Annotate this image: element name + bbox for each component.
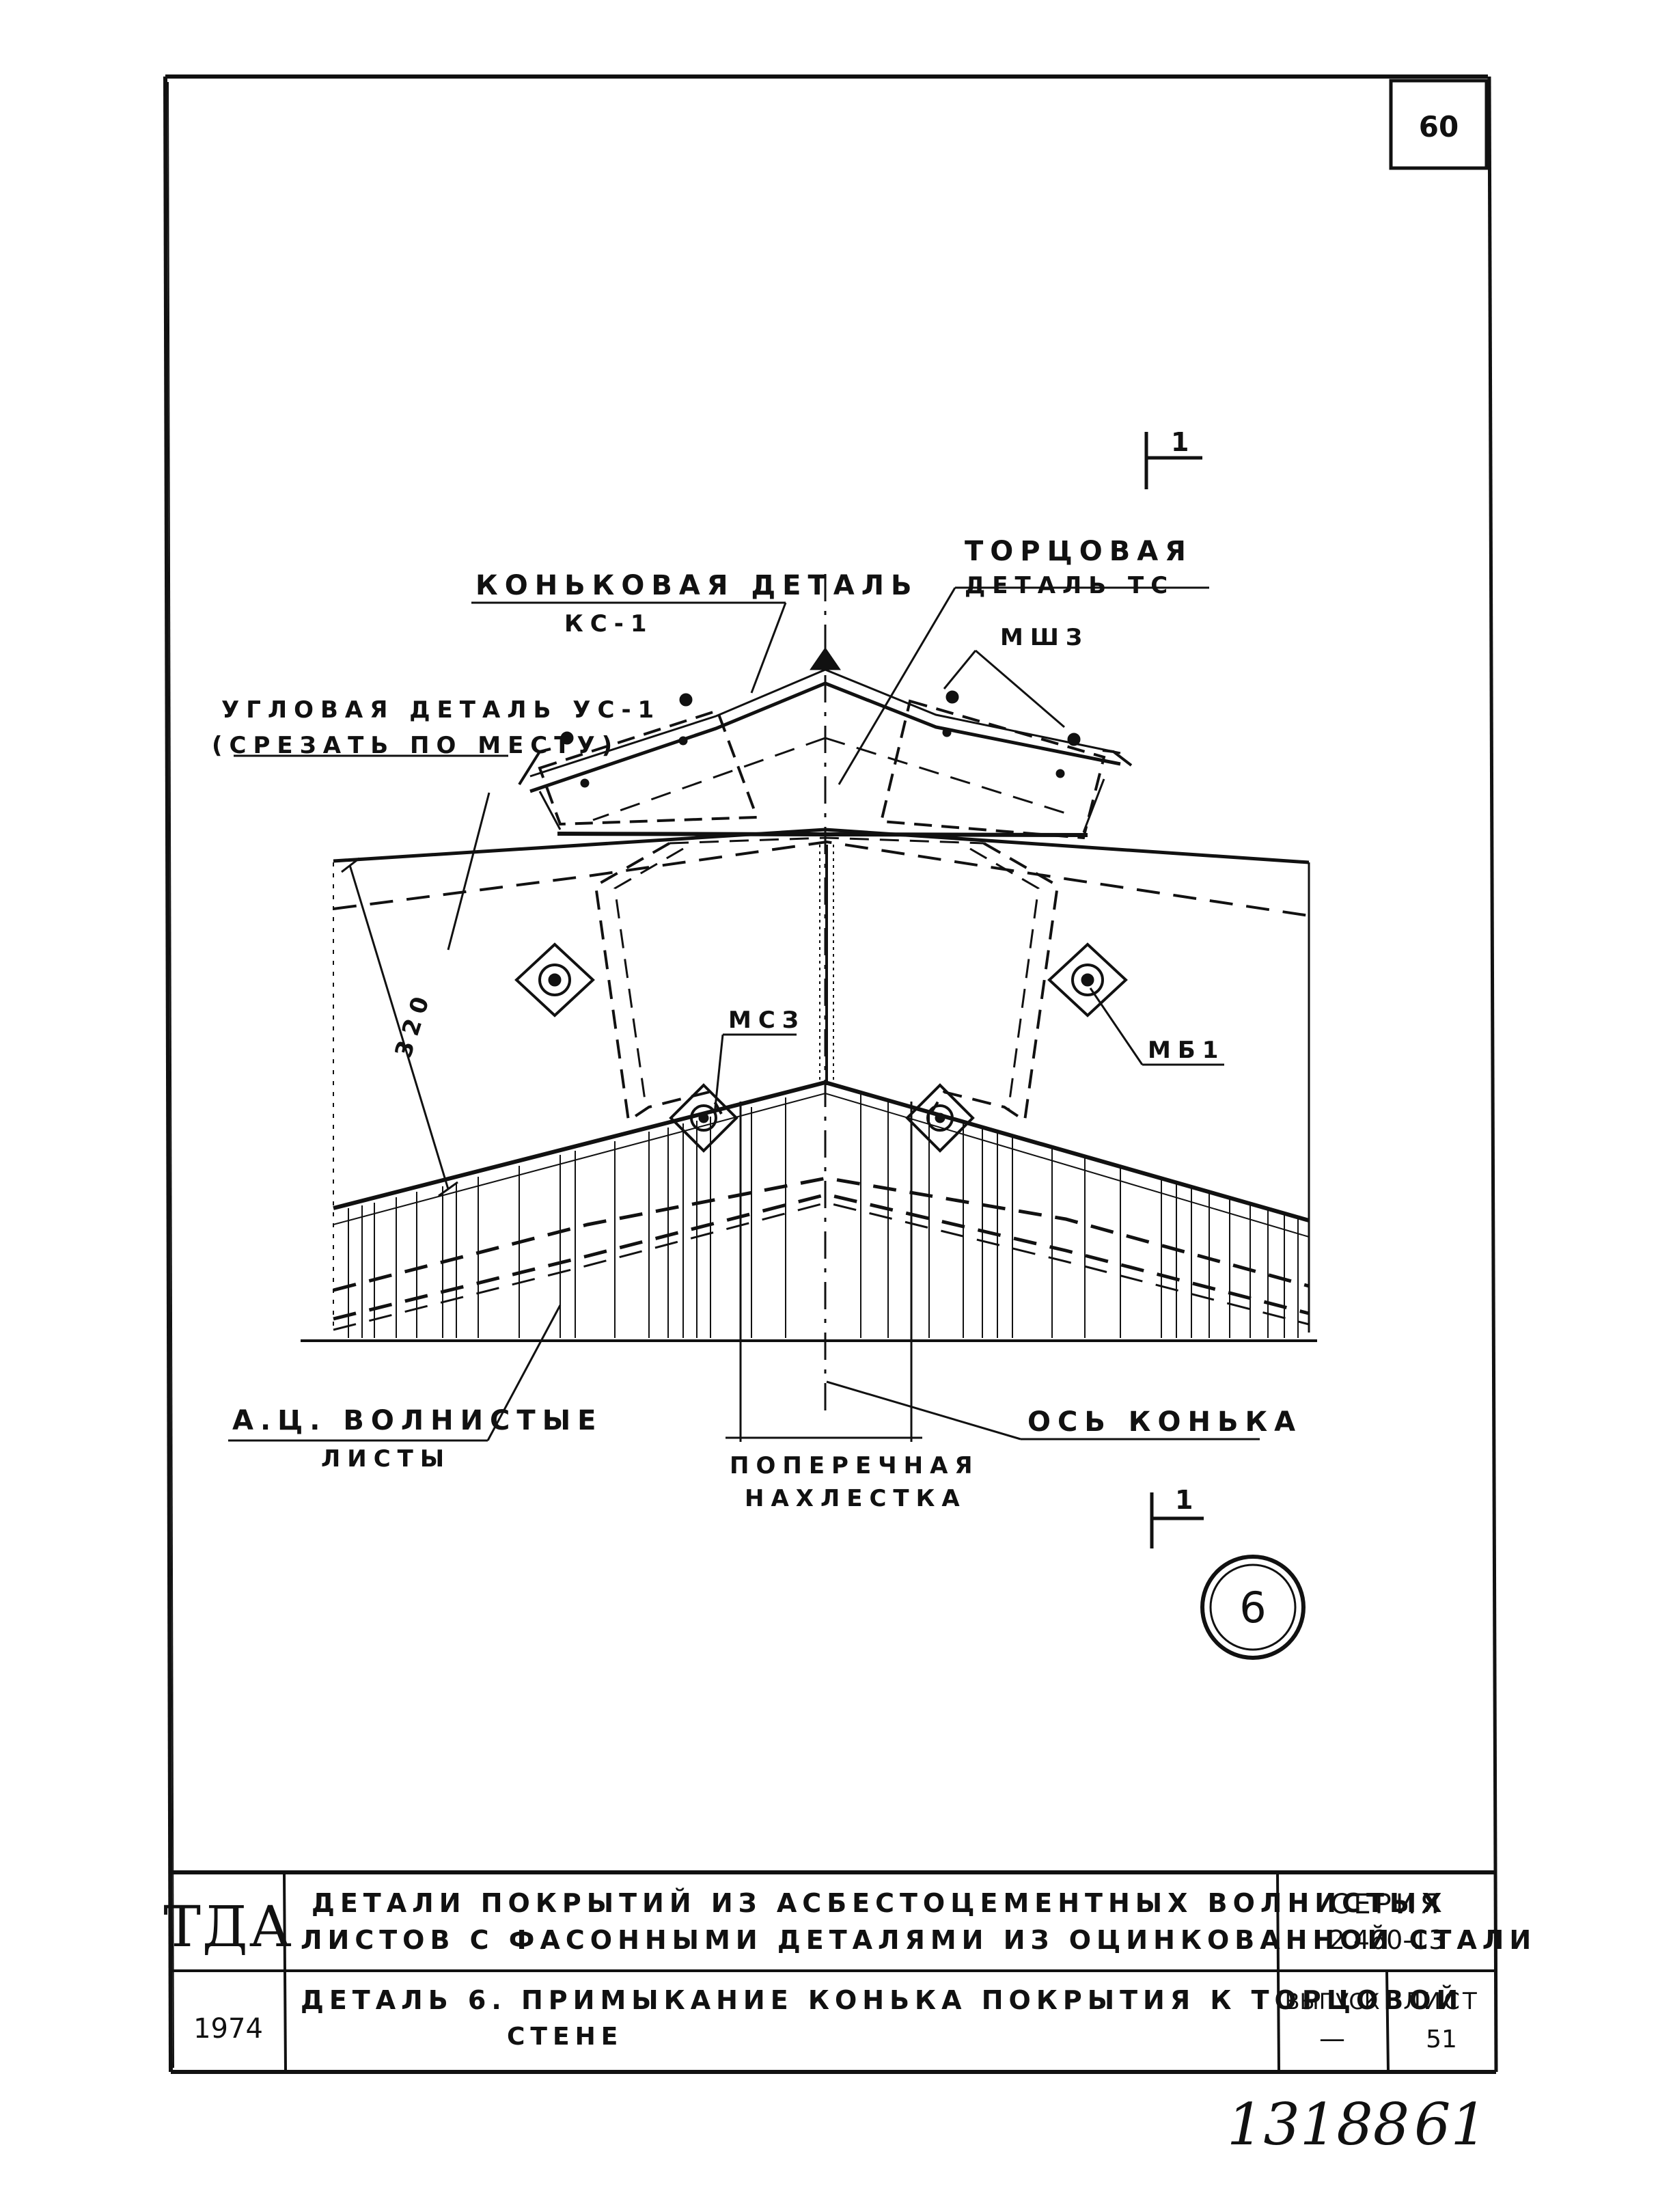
- label-ac-sheets-2: ЛИСТЫ: [321, 1445, 451, 1473]
- title-block-sheet-value: 51: [1426, 2025, 1457, 2053]
- section-mark-top: [1144, 432, 1202, 489]
- corrugated-sheet-ribs: [348, 1093, 1299, 1338]
- title-block-detail-2: СТЕНЕ: [507, 2023, 623, 2051]
- title-block-org: ТДА: [163, 1895, 292, 1960]
- handwritten-number-right: 61: [1414, 2091, 1487, 2158]
- fastener-bolt-right: [1047, 942, 1128, 1018]
- fastener-wall-right: [905, 1083, 975, 1153]
- section-mark-top-label: 1: [1171, 427, 1189, 457]
- label-ridge-detail-code: КС-1: [564, 610, 654, 638]
- label-end-detail: ТОРЦОВАЯ: [965, 536, 1193, 567]
- title-block-title-2: ЛИСТОВ С ФАСОННЫМИ ДЕТАЛЯМИ ИЗ ОЦИНКОВАН…: [301, 1925, 1536, 1955]
- leader-lines: [228, 586, 1260, 1442]
- title-block-sheet-label: ЛИСТ: [1403, 1988, 1480, 2015]
- label-corner-detail-note: (СРЕЗАТЬ ПО МЕСТУ): [212, 732, 619, 759]
- title-block-year: 1974: [193, 2013, 263, 2045]
- label-msz: МСЗ: [728, 1007, 805, 1034]
- title-block: [171, 1870, 1496, 2071]
- section-mark-bottom-label: 1: [1175, 1485, 1193, 1515]
- title-block-issue-value: —: [1319, 2023, 1345, 2053]
- handwritten-number-left: 13188: [1227, 2091, 1409, 2158]
- roof-ridge-drawing: [301, 574, 1317, 1442]
- sheet-frame: [163, 74, 1498, 2074]
- detail-number-circle: 6: [1200, 1555, 1306, 1660]
- label-overlap: ПОПЕРЕЧНАЯ: [730, 1452, 980, 1479]
- label-ridge-axis: ОСЬ КОНЬКА: [1027, 1406, 1302, 1438]
- label-corner-detail: УГЛОВАЯ ДЕТАЛЬ УС-1: [221, 696, 661, 724]
- label-ridge-detail: КОНЬКОВАЯ ДЕТАЛЬ: [475, 570, 918, 601]
- label-dimension-320: 320: [390, 987, 437, 1061]
- label-overlap-2: НАХЛЕСТКА: [745, 1485, 967, 1512]
- label-ac-sheets: А.Ц. ВОЛНИСТЫЕ: [232, 1405, 603, 1436]
- detail-number: 6: [1239, 1583, 1266, 1633]
- sheet-top-number: 60: [1419, 110, 1459, 144]
- fastener-bolt-left: [514, 942, 595, 1018]
- title-block-detail-1: ДЕТАЛЬ 6. ПРИМЫКАНИЕ КОНЬКА ПОКРЫТИЯ К Т…: [301, 1985, 1463, 2015]
- label-mshz: МШЗ: [1000, 624, 1089, 651]
- title-block-series-value: 2.460-13: [1329, 1925, 1446, 1955]
- label-end-detail-code: ДЕТАЛЬ ТС: [965, 572, 1174, 599]
- section-mark-bottom: [1150, 1492, 1204, 1548]
- fastener-wall-left: [669, 1083, 738, 1153]
- label-mb1: МБ1: [1148, 1037, 1225, 1064]
- title-block-title-1: ДЕТАЛИ ПОКРЫТИЙ ИЗ АСБЕСТОЦЕМЕНТНЫХ ВОЛН…: [312, 1888, 1448, 1918]
- sheet-number-box: 60: [1389, 79, 1489, 170]
- title-block-issue-label: ВЫПУСК: [1285, 1989, 1380, 2015]
- ridge-bolts: [560, 647, 1081, 788]
- title-block-series-label: СЕРИЯ: [1330, 1889, 1443, 1920]
